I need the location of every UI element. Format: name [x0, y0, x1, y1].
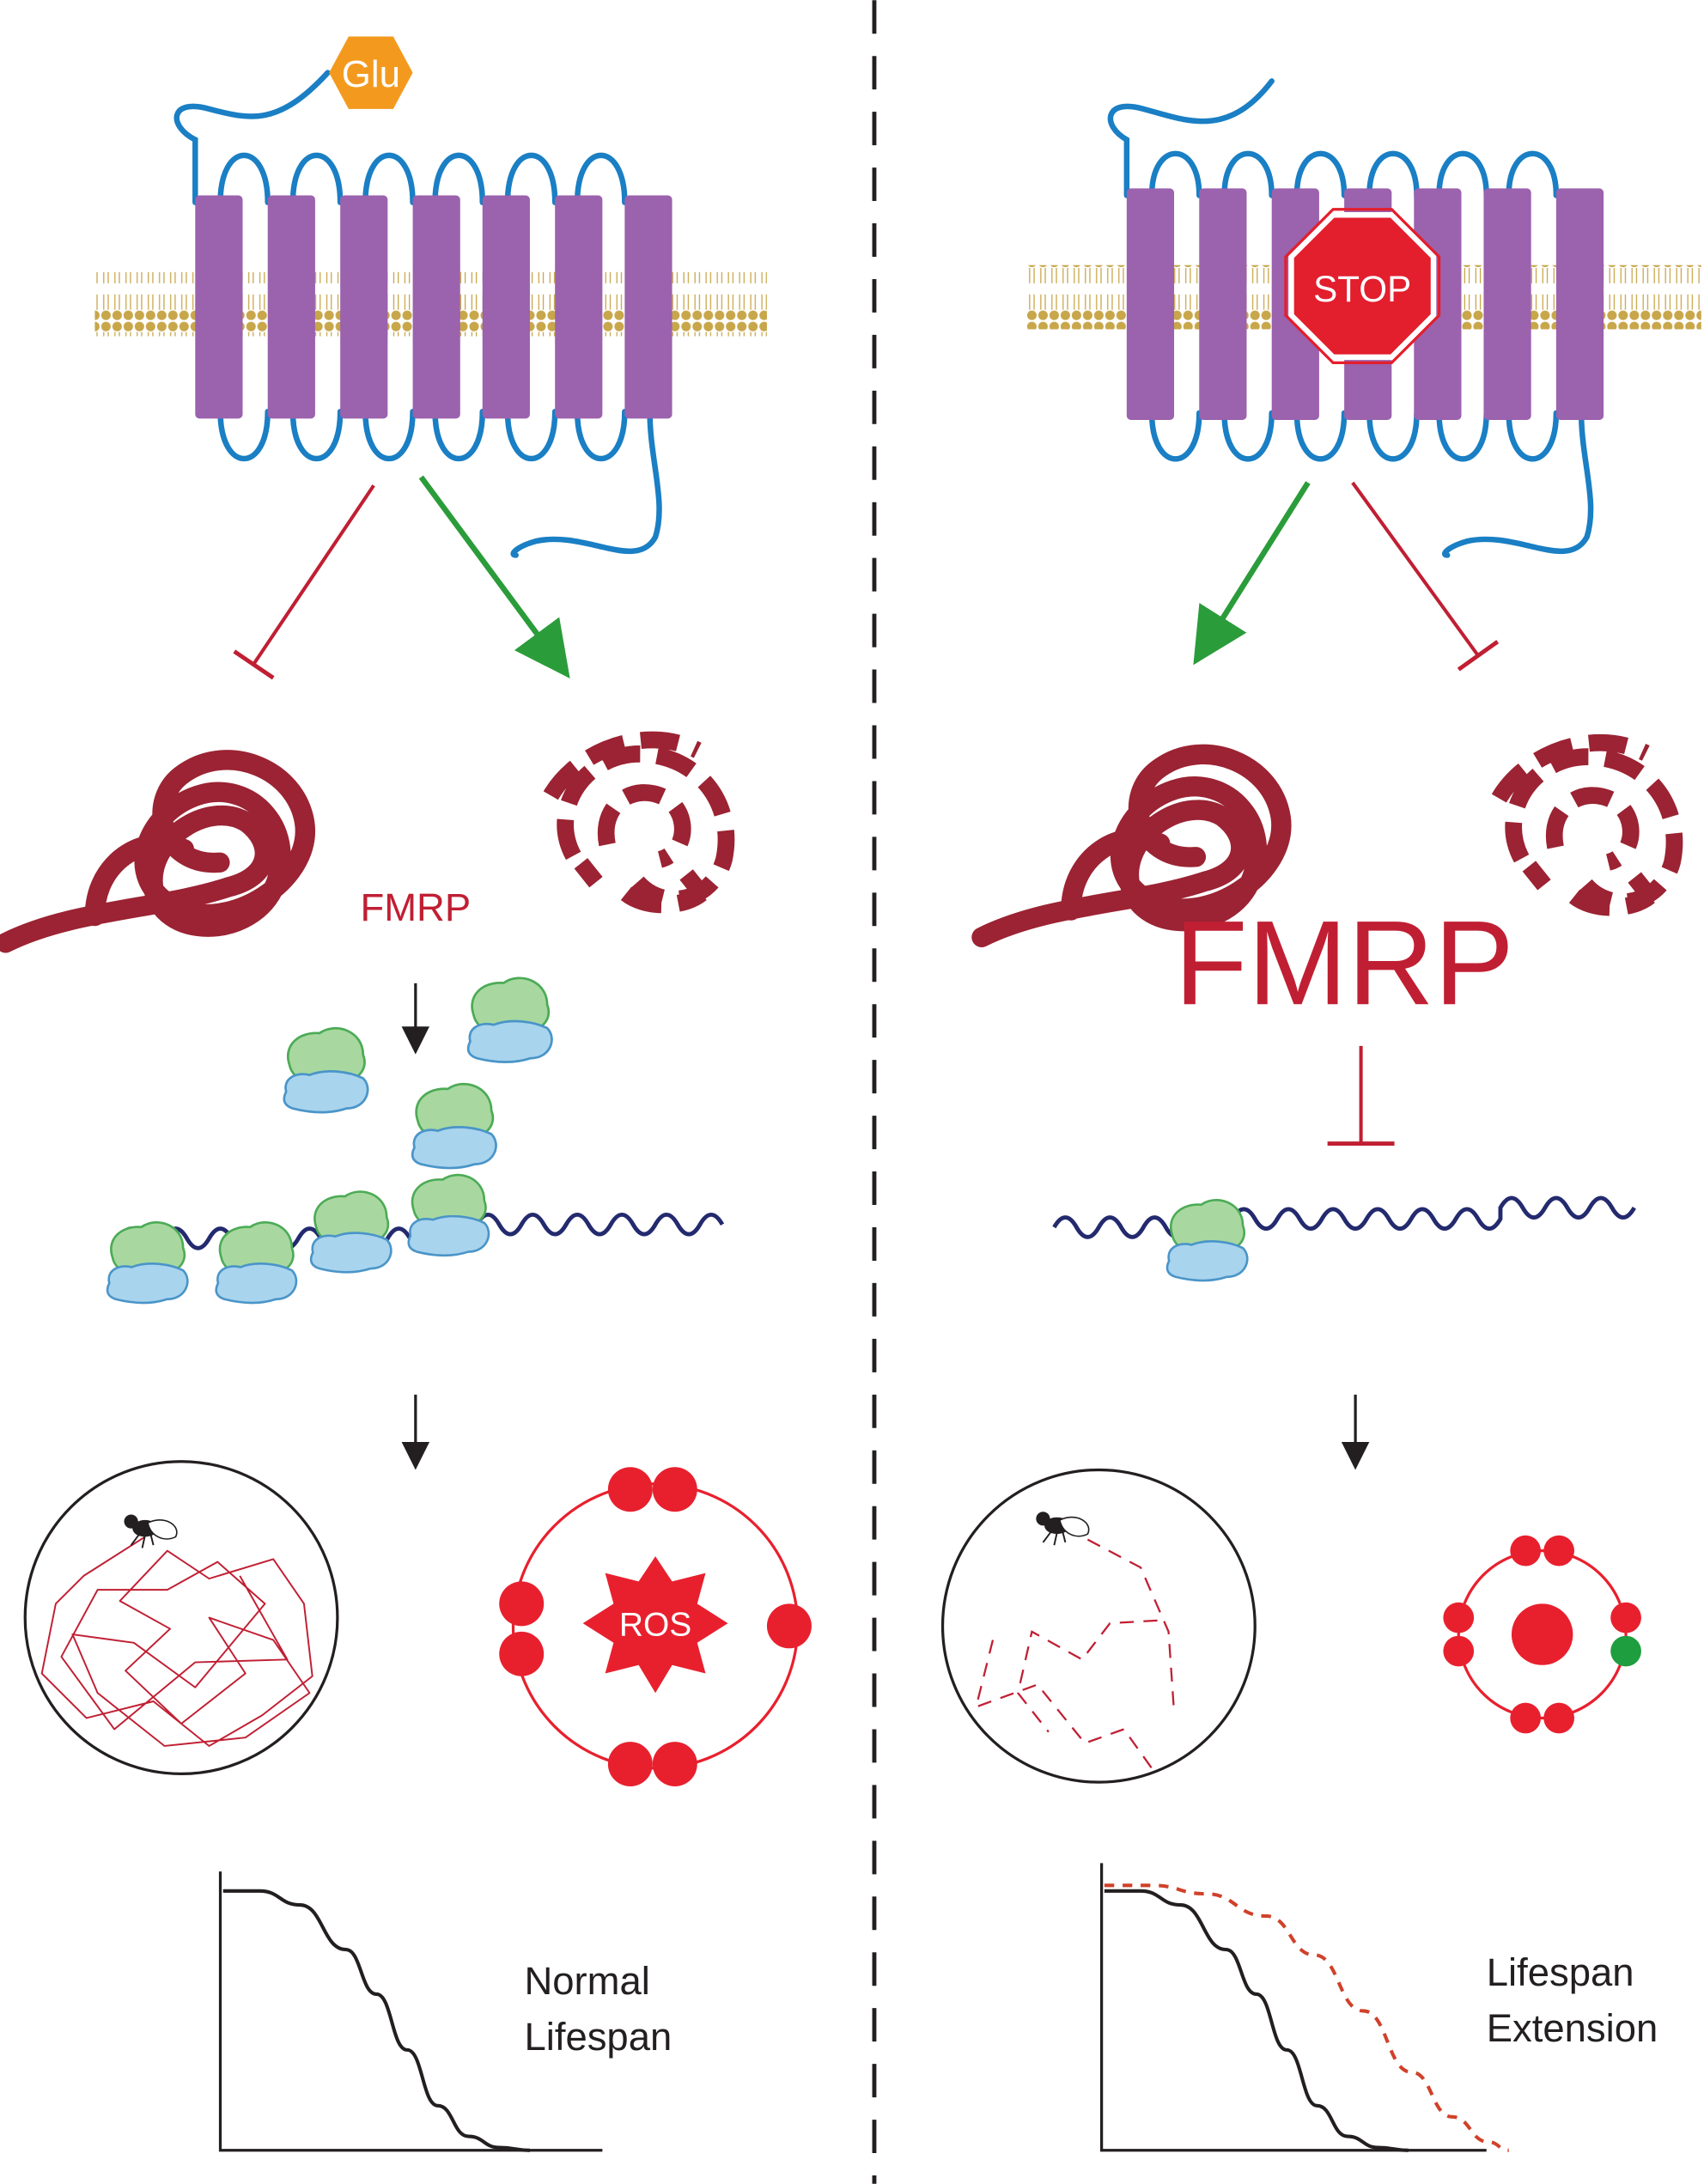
right-electron-ring — [1443, 1535, 1641, 1734]
ros-star — [582, 1556, 728, 1694]
left-free-ribosomes — [283, 976, 553, 1170]
normal-label-line1: Normal — [524, 1959, 649, 2003]
right-bound-ribosome — [1165, 1198, 1249, 1282]
left-ros-ring: ROS — [499, 1467, 812, 1787]
left-survival-chart: Normal Lifespan — [218, 1871, 672, 2152]
right-activity-chamber — [940, 1468, 1257, 1784]
left-activate-arrow — [418, 475, 570, 679]
right-survival-chart: Lifespan Extension — [1099, 1863, 1658, 2152]
green-electron — [1610, 1635, 1641, 1667]
fmrp-right-label: FMRP — [1174, 896, 1514, 1030]
right-receptor: STOP — [1025, 78, 1701, 558]
right-fly-trajectory — [974, 1538, 1176, 1769]
extension-label-line2: Extension — [1487, 2006, 1658, 2050]
left-mrna-degraded — [551, 740, 726, 905]
right-survival-curve-normal — [1104, 1889, 1409, 2152]
left-fly-trajectory — [40, 1536, 313, 1747]
right-fly-icon — [1036, 1512, 1090, 1546]
right-receptor-loops — [1107, 78, 1594, 558]
glutamate-label: Glu — [342, 53, 400, 95]
right-inhibit-bar — [1327, 1045, 1395, 1147]
fmrp-left-label: FMRP — [360, 885, 471, 929]
right-activate-arrow — [1193, 481, 1311, 666]
ros-label: ROS — [619, 1607, 691, 1644]
left-activity-chamber — [23, 1460, 339, 1776]
stop-sign-icon — [1288, 212, 1437, 361]
right-mrna-strand — [1052, 1195, 1636, 1239]
normal-label-line2: Lifespan — [524, 2015, 672, 2059]
right-mrna-degraded — [1499, 743, 1674, 908]
left-receptor: Glu — [94, 36, 767, 558]
left-inhibit-arrow — [233, 484, 375, 680]
atom-nucleus — [1511, 1603, 1573, 1665]
right-survival-curve-extended — [1104, 1883, 1509, 2152]
left-mrna-intact — [5, 760, 305, 943]
left-fly-icon — [124, 1514, 178, 1548]
glutamate-hexagon — [329, 36, 413, 109]
left-survival-curve — [222, 1889, 530, 2152]
stop-label: STOP — [1313, 269, 1411, 309]
extension-label-line1: Lifespan — [1487, 1950, 1634, 1994]
right-inhibit-arrow — [1351, 481, 1500, 672]
left-receptor-loops — [173, 70, 662, 558]
